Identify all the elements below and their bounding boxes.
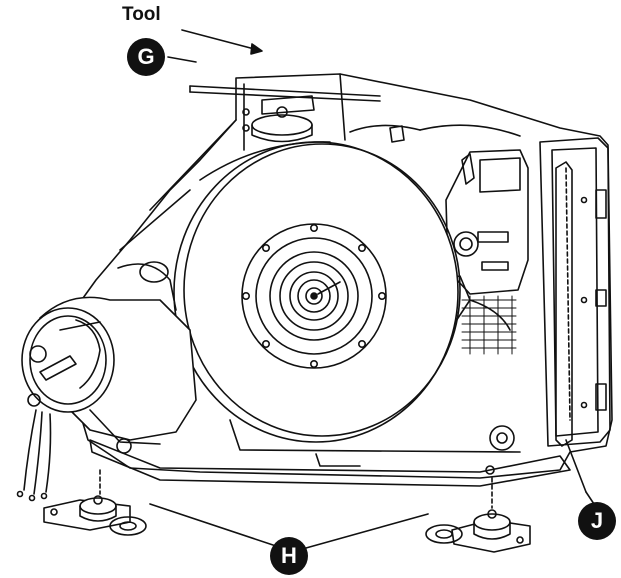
tool-pointer-arrows (167, 29, 263, 63)
vent-grille (461, 295, 517, 355)
callout-g: G (127, 38, 165, 76)
vertical-bar-j (555, 161, 587, 493)
frame-casting (59, 73, 613, 479)
top-cap (251, 95, 315, 143)
drive-motor (16, 261, 197, 502)
shock-mount-right (425, 477, 531, 553)
shock-mount-left (43, 469, 147, 536)
tool-label: Tool (122, 4, 161, 25)
disk-cover (173, 141, 461, 443)
right-cover-panel (539, 137, 611, 447)
callout-j: J (578, 502, 616, 540)
tool-bar (189, 85, 381, 102)
hub-bolt-holes (242, 224, 386, 368)
callout-h: H (270, 537, 308, 575)
disk-hub (241, 223, 387, 369)
top-bracket (349, 124, 521, 143)
base-rail (89, 419, 571, 487)
